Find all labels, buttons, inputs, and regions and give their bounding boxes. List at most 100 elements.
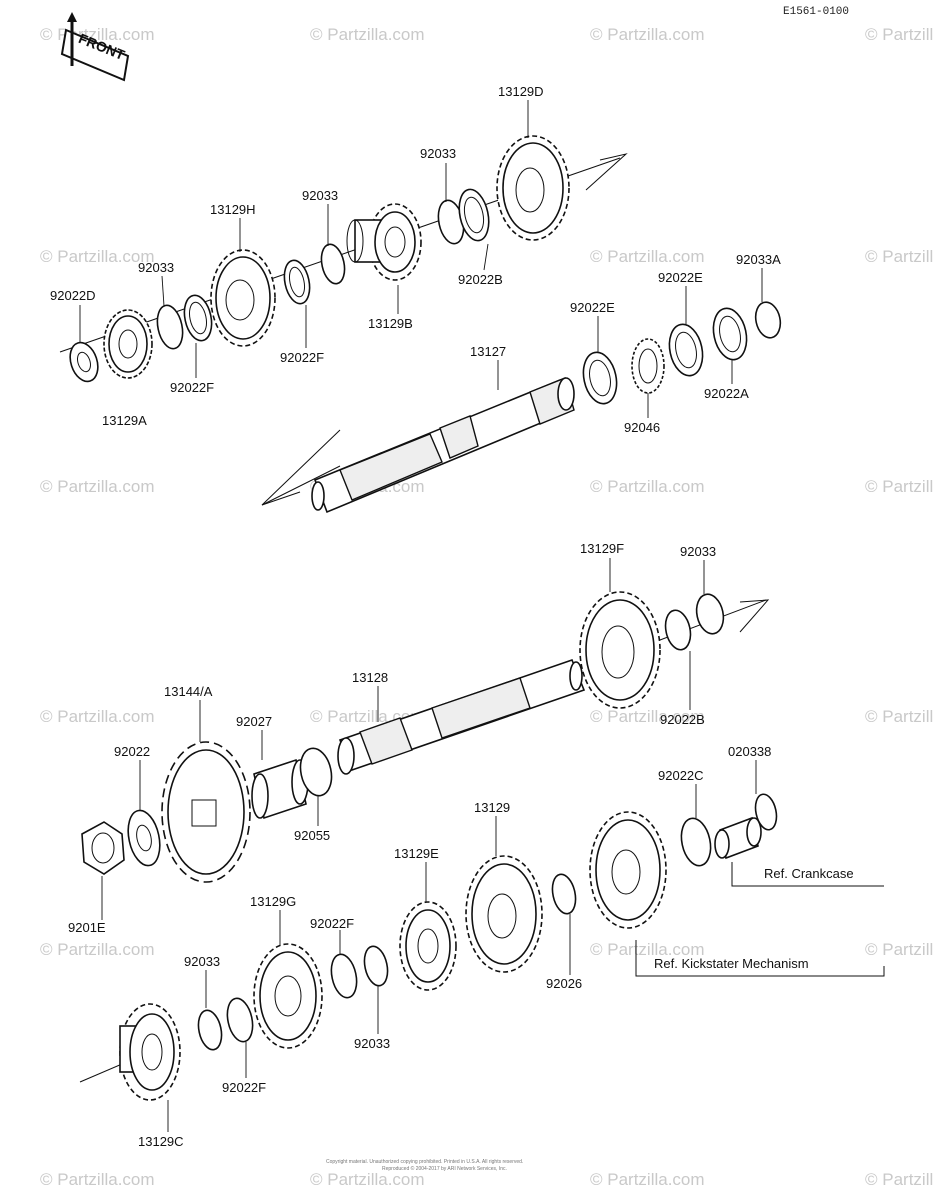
leader-lines bbox=[79, 100, 763, 1132]
watermark: © Partzilla.com bbox=[590, 940, 705, 959]
part-label: 92055 bbox=[294, 828, 330, 843]
gear-13129G bbox=[253, 943, 323, 1049]
part-label: 92022E bbox=[658, 270, 703, 285]
watermark: © Partzilla.com bbox=[590, 707, 705, 726]
part-label: 13129A bbox=[102, 413, 147, 428]
part-label: 92022D bbox=[50, 288, 96, 303]
watermark: © Partzilla.com bbox=[590, 247, 705, 266]
part-label: 92022A bbox=[704, 386, 749, 401]
collar-92027 bbox=[251, 758, 309, 820]
washer-92022C bbox=[680, 817, 712, 867]
part-label: 92022F bbox=[222, 1080, 266, 1095]
part-label: 9201E bbox=[68, 920, 106, 935]
circlip-92033 bbox=[320, 243, 346, 285]
circlip-92033 bbox=[156, 304, 184, 350]
gear-13129A bbox=[103, 309, 153, 379]
part-label: 92033 bbox=[680, 544, 716, 559]
washer-92022D bbox=[69, 341, 99, 383]
washer-92022E bbox=[582, 351, 618, 405]
part-label: 92022F bbox=[280, 350, 324, 365]
watermark-layer: © Partzilla.com © Partzilla.com © Partzi… bbox=[40, 25, 934, 1189]
ref-kickstarter-mechanism: Ref. Kickstater Mechanism bbox=[654, 956, 809, 971]
sprocket-13144A bbox=[161, 741, 251, 883]
washer-92022B bbox=[664, 609, 692, 651]
needle-bearing bbox=[714, 816, 762, 860]
part-label: 13127 bbox=[470, 344, 506, 359]
copyright-line: Reproduced © 2004-2017 by ARI Network Se… bbox=[382, 1165, 507, 1172]
watermark: © Partzilla.com bbox=[865, 25, 934, 44]
upper-shaft-assembly bbox=[59, 135, 782, 514]
part-label: 92033 bbox=[302, 188, 338, 203]
watermark: © Partzilla.com bbox=[310, 25, 425, 44]
part-label: 92027 bbox=[236, 714, 272, 729]
gear-13129 bbox=[465, 855, 543, 973]
watermark: © Partzilla.com bbox=[40, 707, 155, 726]
part-label: 92022B bbox=[660, 712, 705, 727]
front-arrow-icon bbox=[67, 12, 77, 22]
washer-92026 bbox=[551, 873, 577, 915]
part-labels: 13129D 92033 92033 13129H 92022B 13129B … bbox=[50, 84, 781, 1149]
watermark: © Partzilla.com bbox=[40, 477, 155, 496]
kickstarter-gear bbox=[589, 811, 667, 929]
circlip-92033A bbox=[754, 301, 782, 339]
washer-92022 bbox=[127, 809, 161, 867]
oring-92055 bbox=[299, 747, 333, 797]
watermark: © Partzilla.com bbox=[310, 1170, 425, 1189]
part-label: 13129G bbox=[250, 894, 296, 909]
watermark: © Partzilla.com bbox=[40, 247, 155, 266]
circlip-92033 bbox=[695, 593, 725, 635]
part-label: 92046 bbox=[624, 420, 660, 435]
watermark: © Partzilla.com bbox=[865, 707, 934, 726]
watermark: © Partzilla.com bbox=[40, 940, 155, 959]
washer-92022A bbox=[712, 307, 748, 361]
watermark: © Partzilla.com bbox=[40, 1170, 155, 1189]
circlip-020338 bbox=[754, 793, 778, 831]
part-label: 13129B bbox=[368, 316, 413, 331]
front-indicator: FRONT bbox=[60, 12, 130, 82]
gear-13129D bbox=[496, 135, 570, 241]
part-label: 13129E bbox=[394, 846, 439, 861]
part-label: 92022B bbox=[458, 272, 503, 287]
bearing-92046 bbox=[631, 338, 665, 394]
watermark: © Partzilla.com bbox=[590, 25, 705, 44]
part-label: 13128 bbox=[352, 670, 388, 685]
part-label: 13129F bbox=[580, 541, 624, 556]
circlip-92033 bbox=[197, 1009, 223, 1051]
part-label: 13129D bbox=[498, 84, 544, 99]
part-label: 92033 bbox=[354, 1036, 390, 1051]
washer-92022F bbox=[330, 953, 358, 999]
watermark: © Partzilla.com bbox=[865, 247, 934, 266]
watermark: © Partzilla.com bbox=[865, 477, 934, 496]
shaft-13128 bbox=[337, 658, 586, 775]
part-label: 92022E bbox=[570, 300, 615, 315]
diagram-code: E1561-0100 bbox=[783, 6, 849, 18]
part-label: 13129C bbox=[138, 1134, 184, 1149]
washer-92022F bbox=[183, 294, 213, 342]
part-label: 92022 bbox=[114, 744, 150, 759]
gear-13129C bbox=[119, 1003, 181, 1101]
part-label: 13129 bbox=[474, 800, 510, 815]
watermark: © Partzilla.com bbox=[865, 940, 934, 959]
watermark: © Partzilla.com bbox=[590, 477, 705, 496]
washer-92022E bbox=[668, 323, 704, 377]
copyright-line: Copyright material. Unauthorized copying… bbox=[326, 1159, 523, 1165]
watermark: © Partzilla.com bbox=[590, 1170, 705, 1189]
part-label: 92033 bbox=[184, 954, 220, 969]
washer-92022B bbox=[458, 188, 490, 242]
part-label: 13129H bbox=[210, 202, 256, 217]
circlip-92033 bbox=[363, 945, 389, 987]
part-label: 92033 bbox=[138, 260, 174, 275]
ref-crankcase: Ref. Crankcase bbox=[764, 866, 854, 881]
part-label: 13144/A bbox=[164, 684, 213, 699]
part-label: 92033 bbox=[420, 146, 456, 161]
gear-13129E bbox=[399, 901, 457, 991]
part-label: 92033A bbox=[736, 252, 781, 267]
nut-92015 bbox=[81, 821, 125, 875]
shaft-13127 bbox=[311, 377, 575, 514]
gear-13129H bbox=[210, 249, 276, 347]
part-label: 92022F bbox=[170, 380, 214, 395]
watermark: © Partzilla.com bbox=[865, 1170, 934, 1189]
part-label: 92026 bbox=[546, 976, 582, 991]
part-label: 020338 bbox=[728, 744, 771, 759]
